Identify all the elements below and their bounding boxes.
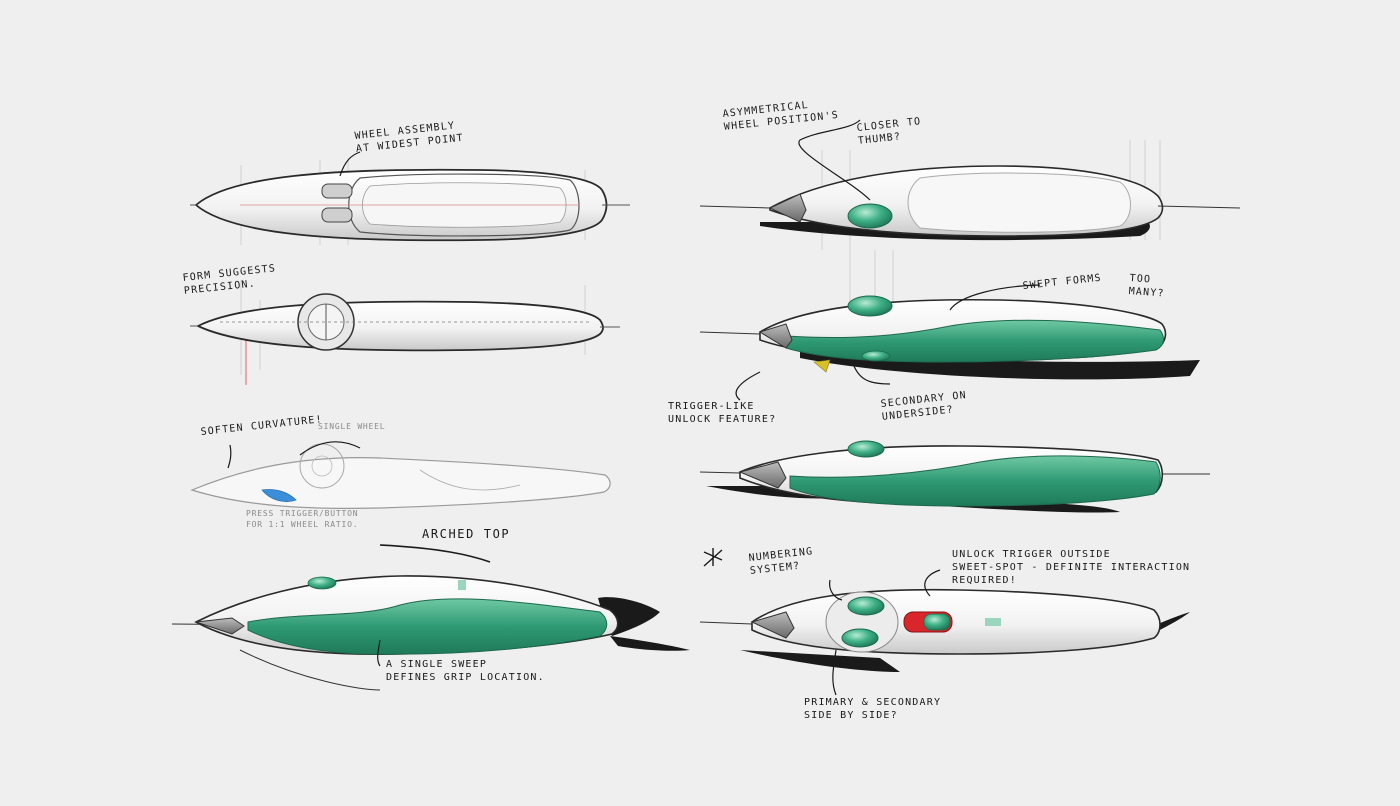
right-sketch-green-sweep [699, 440, 1210, 513]
note-primary-secondary: primary & secondary side by side? [804, 697, 942, 721]
left-sketch-top-view [190, 151, 630, 245]
note-unlock-trigger: unlock trigger outside sweet-spot - defi… [952, 549, 1191, 586]
right-sketch-swept-forms [699, 250, 1200, 401]
note-trigger-like-unlock: trigger-like unlock feature? [668, 401, 777, 425]
note-press-trigger: press trigger/button for 1:1 wheel ratio… [246, 509, 359, 529]
note-arched-top: arched top [422, 527, 511, 541]
note-single-sweep: a single sweep defines grip location. [386, 659, 545, 683]
left-sketch-soften-curvature [190, 441, 611, 510]
note-too-many: too many? [1128, 272, 1166, 300]
right-sketch-buttons-side-by-side [699, 548, 1190, 696]
note-single-wheel: single wheel [318, 422, 386, 431]
right-sketch-asymmetrical-wheel [699, 119, 1241, 250]
left-sketch-side-view [190, 280, 620, 385]
left-sketch-arched-top [171, 544, 690, 691]
